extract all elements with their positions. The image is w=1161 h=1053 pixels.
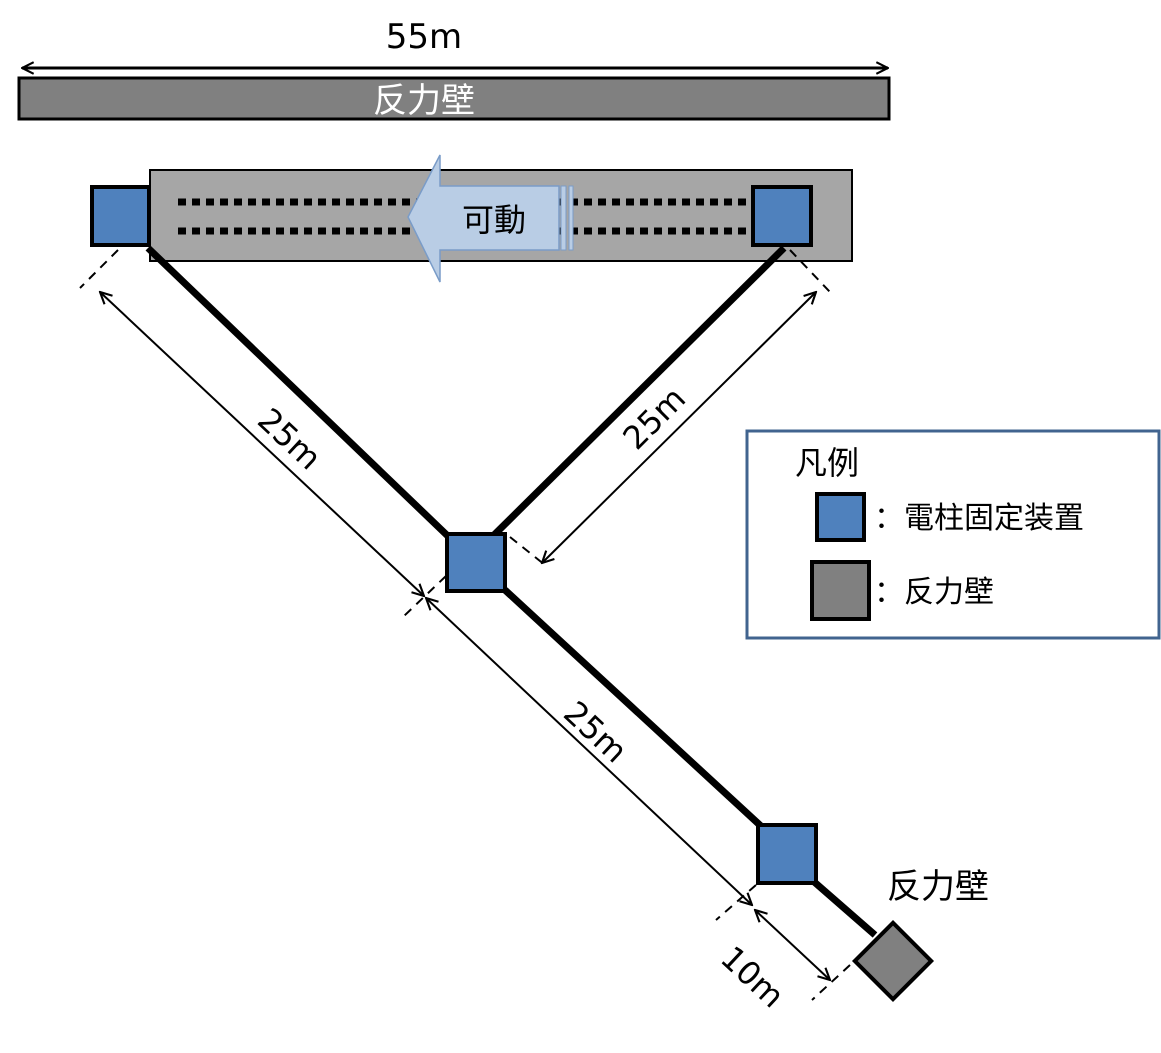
cable-upper-left <box>145 245 455 543</box>
legend-swatch-reaction-wall <box>810 560 871 621</box>
ext-line <box>79 249 119 289</box>
pole-fixture-bottom <box>756 823 818 885</box>
dimension-upper-right-label: 25m <box>615 379 693 457</box>
dimension-upper-right-arrow <box>542 292 816 563</box>
arrow-tail-bar-2 <box>568 185 574 251</box>
movable-arrow: 可動 <box>407 154 574 283</box>
left-arrow-icon <box>407 154 560 283</box>
end-reaction-wall <box>851 919 935 1003</box>
legend: 凡例 ：電柱固定装置 ：反力壁 <box>745 429 1161 640</box>
dimension-upper-left-arrow <box>100 292 424 596</box>
legend-item-label: ：反力壁 <box>874 575 994 610</box>
dimension-end-label: 10m <box>713 939 791 1016</box>
dimension-55m-label: 55m <box>386 17 462 57</box>
ext-line <box>789 249 831 293</box>
pole-fixture-top-right <box>751 185 813 247</box>
top-reaction-wall <box>17 76 891 121</box>
top-reaction-wall-label: 反力壁 <box>373 81 475 121</box>
ext-line <box>403 575 447 617</box>
dimension-lower-arrow <box>426 598 752 905</box>
movable-label: 可動 <box>462 201 526 239</box>
ext-line <box>811 964 851 1001</box>
legend-swatch-pole-fixture <box>815 492 866 542</box>
end-reaction-wall-label: 反力壁 <box>887 867 989 907</box>
legend-item-label: ：電柱固定装置 <box>874 501 1084 536</box>
pole-fixture-center <box>445 532 507 593</box>
cable-end <box>809 877 878 938</box>
ext-line <box>509 536 546 566</box>
cable-upper-right <box>491 245 787 538</box>
dimension-end-arrow <box>755 910 830 980</box>
pole-fixture-top-left <box>90 185 151 247</box>
legend-title: 凡例 <box>795 444 859 482</box>
arrow-tail-bar-1 <box>560 185 567 251</box>
